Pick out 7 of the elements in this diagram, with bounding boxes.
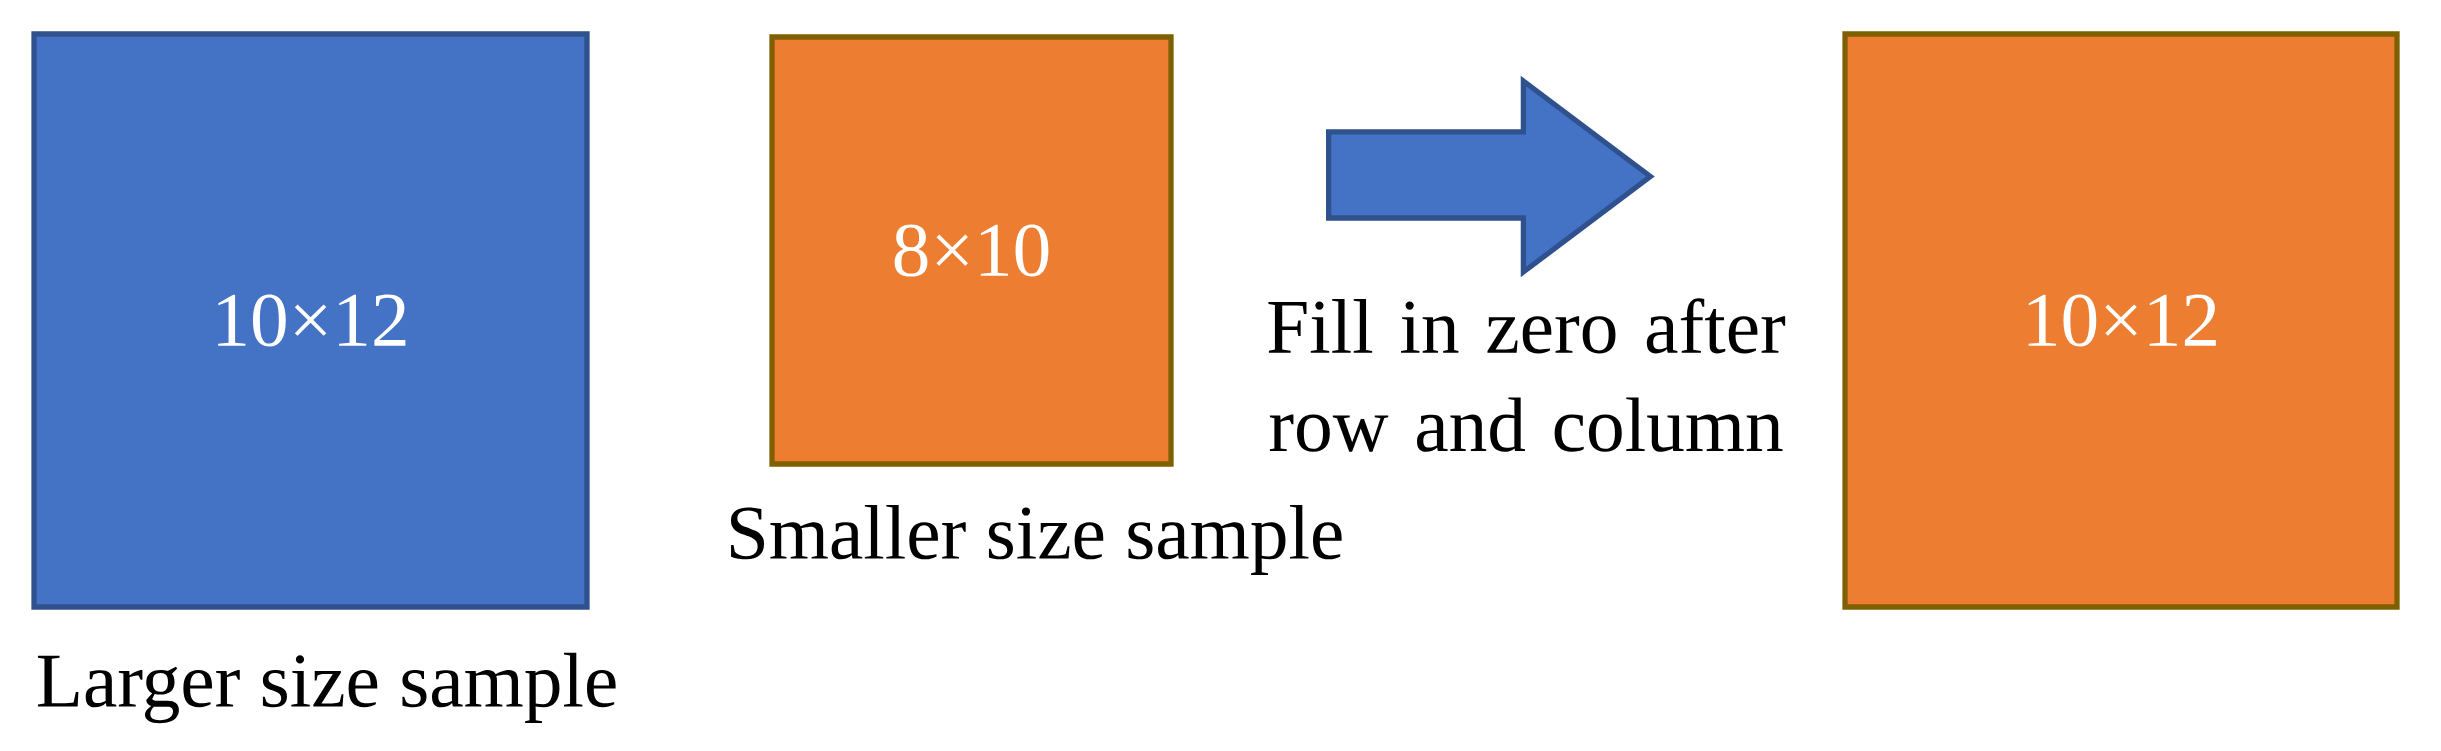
square-box: 10×12: [31, 31, 590, 610]
block-arrow: [1326, 75, 1655, 278]
box-caption: Larger size sample: [37, 652, 616, 724]
edge-label: Fill in zero after row and column: [1268, 298, 1786, 452]
square-box: 8×10: [769, 34, 1174, 467]
box-caption: Smaller size sample: [731, 504, 1342, 576]
square-box: 10×12: [1842, 31, 2400, 610]
